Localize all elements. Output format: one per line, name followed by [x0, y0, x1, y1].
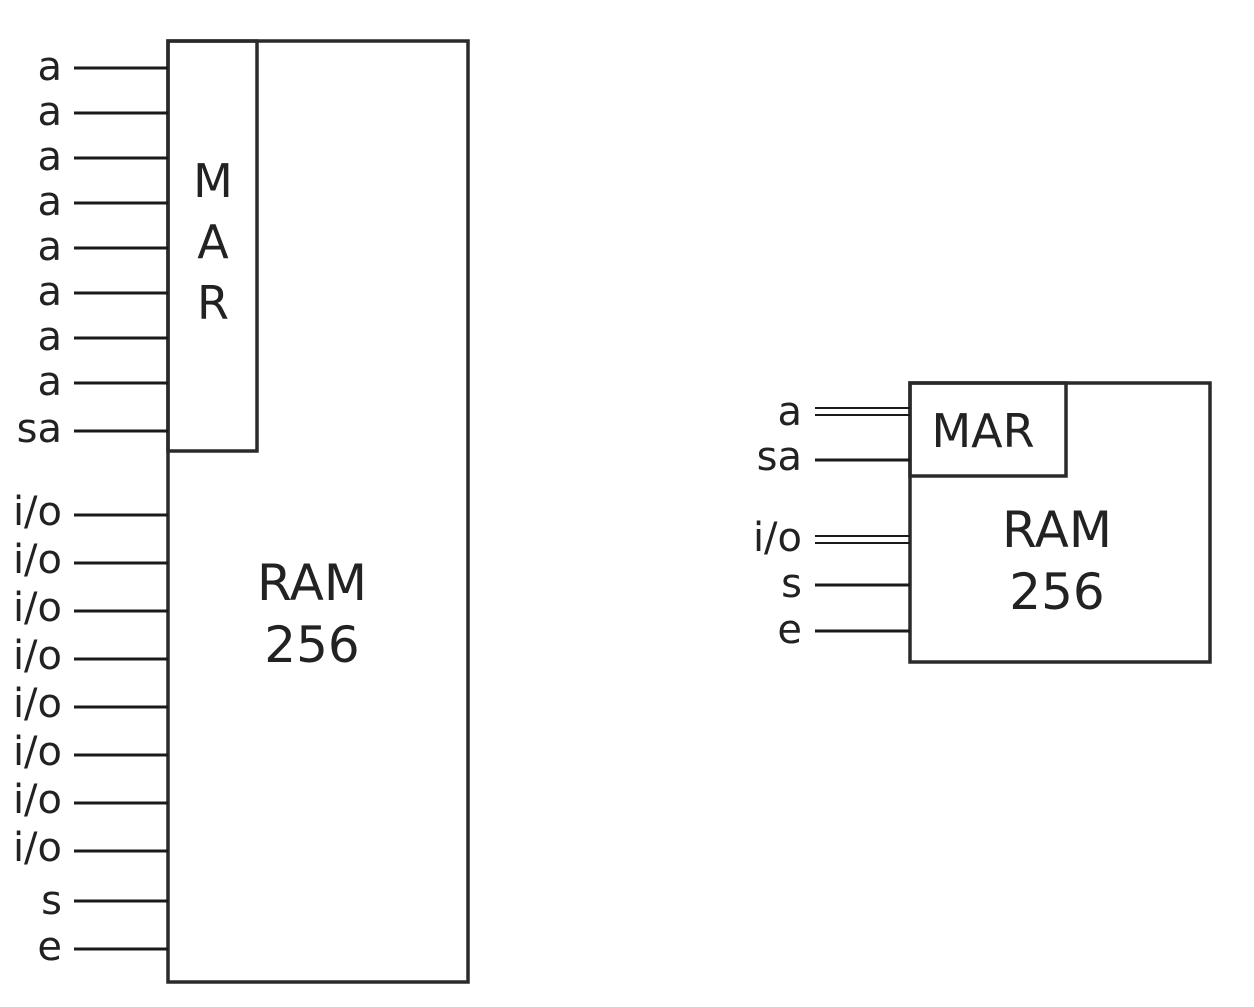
address-pin-label: a: [37, 179, 62, 225]
io-pin-label: i/o: [13, 777, 62, 823]
set-address-pin-label: sa: [757, 434, 802, 480]
io-pin-label: i/o: [13, 729, 62, 775]
enable-pin-label: e: [777, 607, 802, 653]
large-mar-letter-m: M: [193, 154, 233, 208]
large-io-pins: i/o i/o i/o i/o i/o i/o i/o i/o: [13, 489, 168, 871]
address-pin-label: a: [37, 224, 62, 270]
enable-pin-label: e: [37, 924, 62, 970]
address-pin-label: a: [37, 89, 62, 135]
set-pin-label: s: [781, 561, 802, 607]
io-bus-pin-label: i/o: [753, 515, 802, 561]
compact-ram-block: MAR RAM 256 a sa i/o s e: [753, 381, 1212, 664]
compact-mar-label: MAR: [931, 404, 1034, 458]
io-pin-label: i/o: [13, 825, 62, 871]
io-pin-label: i/o: [13, 633, 62, 679]
address-pin-label: a: [37, 314, 62, 360]
set-address-pin-label: sa: [17, 406, 62, 452]
io-pin-label: i/o: [13, 489, 62, 535]
large-address-pins: a a a a a a a a: [37, 44, 168, 405]
io-pin-label: i/o: [13, 681, 62, 727]
large-mar-letter-r: R: [197, 276, 229, 330]
compact-ram-size: 256: [1009, 563, 1104, 621]
compact-ram-title: RAM: [1002, 501, 1112, 559]
set-pin-label: s: [41, 878, 62, 924]
io-pin-label: i/o: [13, 537, 62, 583]
address-pin-label: a: [37, 44, 62, 90]
large-ram-outline: [166, 39, 470, 984]
io-pin-label: i/o: [13, 585, 62, 631]
address-pin-label: a: [37, 269, 62, 315]
large-mar-register: [166, 39, 259, 453]
address-pin-label: a: [37, 134, 62, 180]
large-ram-block: M A R RAM 256 a a a a a a a a sa: [13, 39, 470, 984]
large-mar-letter-a: A: [197, 215, 229, 269]
compact-mar-register: [908, 381, 1068, 478]
address-bus-pin-label: a: [777, 389, 802, 435]
large-ram-title: RAM: [257, 554, 367, 612]
address-pin-label: a: [37, 359, 62, 405]
large-ram-size: 256: [264, 616, 359, 674]
